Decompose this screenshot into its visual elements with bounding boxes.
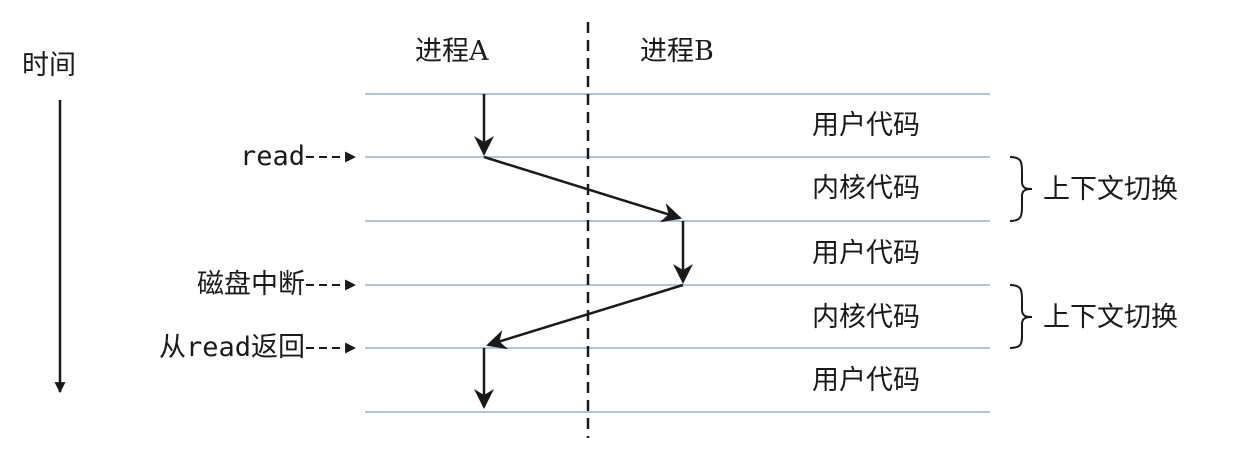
time-label: 时间 <box>22 50 76 81</box>
context-switch-label: 上下文切换 <box>1043 174 1178 205</box>
flow-arrow-a-to-b <box>483 155 682 223</box>
return-from-read-label: 从read返回 <box>158 332 305 363</box>
context-switch-brace <box>1009 284 1033 349</box>
segment-label-user: 用户代码 <box>812 110 920 141</box>
read-event-label: read <box>239 141 305 172</box>
boundary-rules <box>365 93 990 413</box>
context-switch-label: 上下文切换 <box>1043 302 1178 333</box>
segment-label-user: 用户代码 <box>812 238 920 269</box>
disk-interrupt-label: 磁盘中断 <box>197 269 305 300</box>
flow-arrow-b-to-a <box>486 283 684 350</box>
segment-label-kernel: 内核代码 <box>812 302 920 333</box>
segment-label-kernel: 内核代码 <box>812 173 920 204</box>
context-switch-brace <box>1009 156 1033 222</box>
process-b-header: 进程B <box>640 36 714 67</box>
execution-flow <box>474 94 693 409</box>
process-a-header: 进程A <box>415 36 489 67</box>
segment-label-user: 用户代码 <box>812 365 920 396</box>
